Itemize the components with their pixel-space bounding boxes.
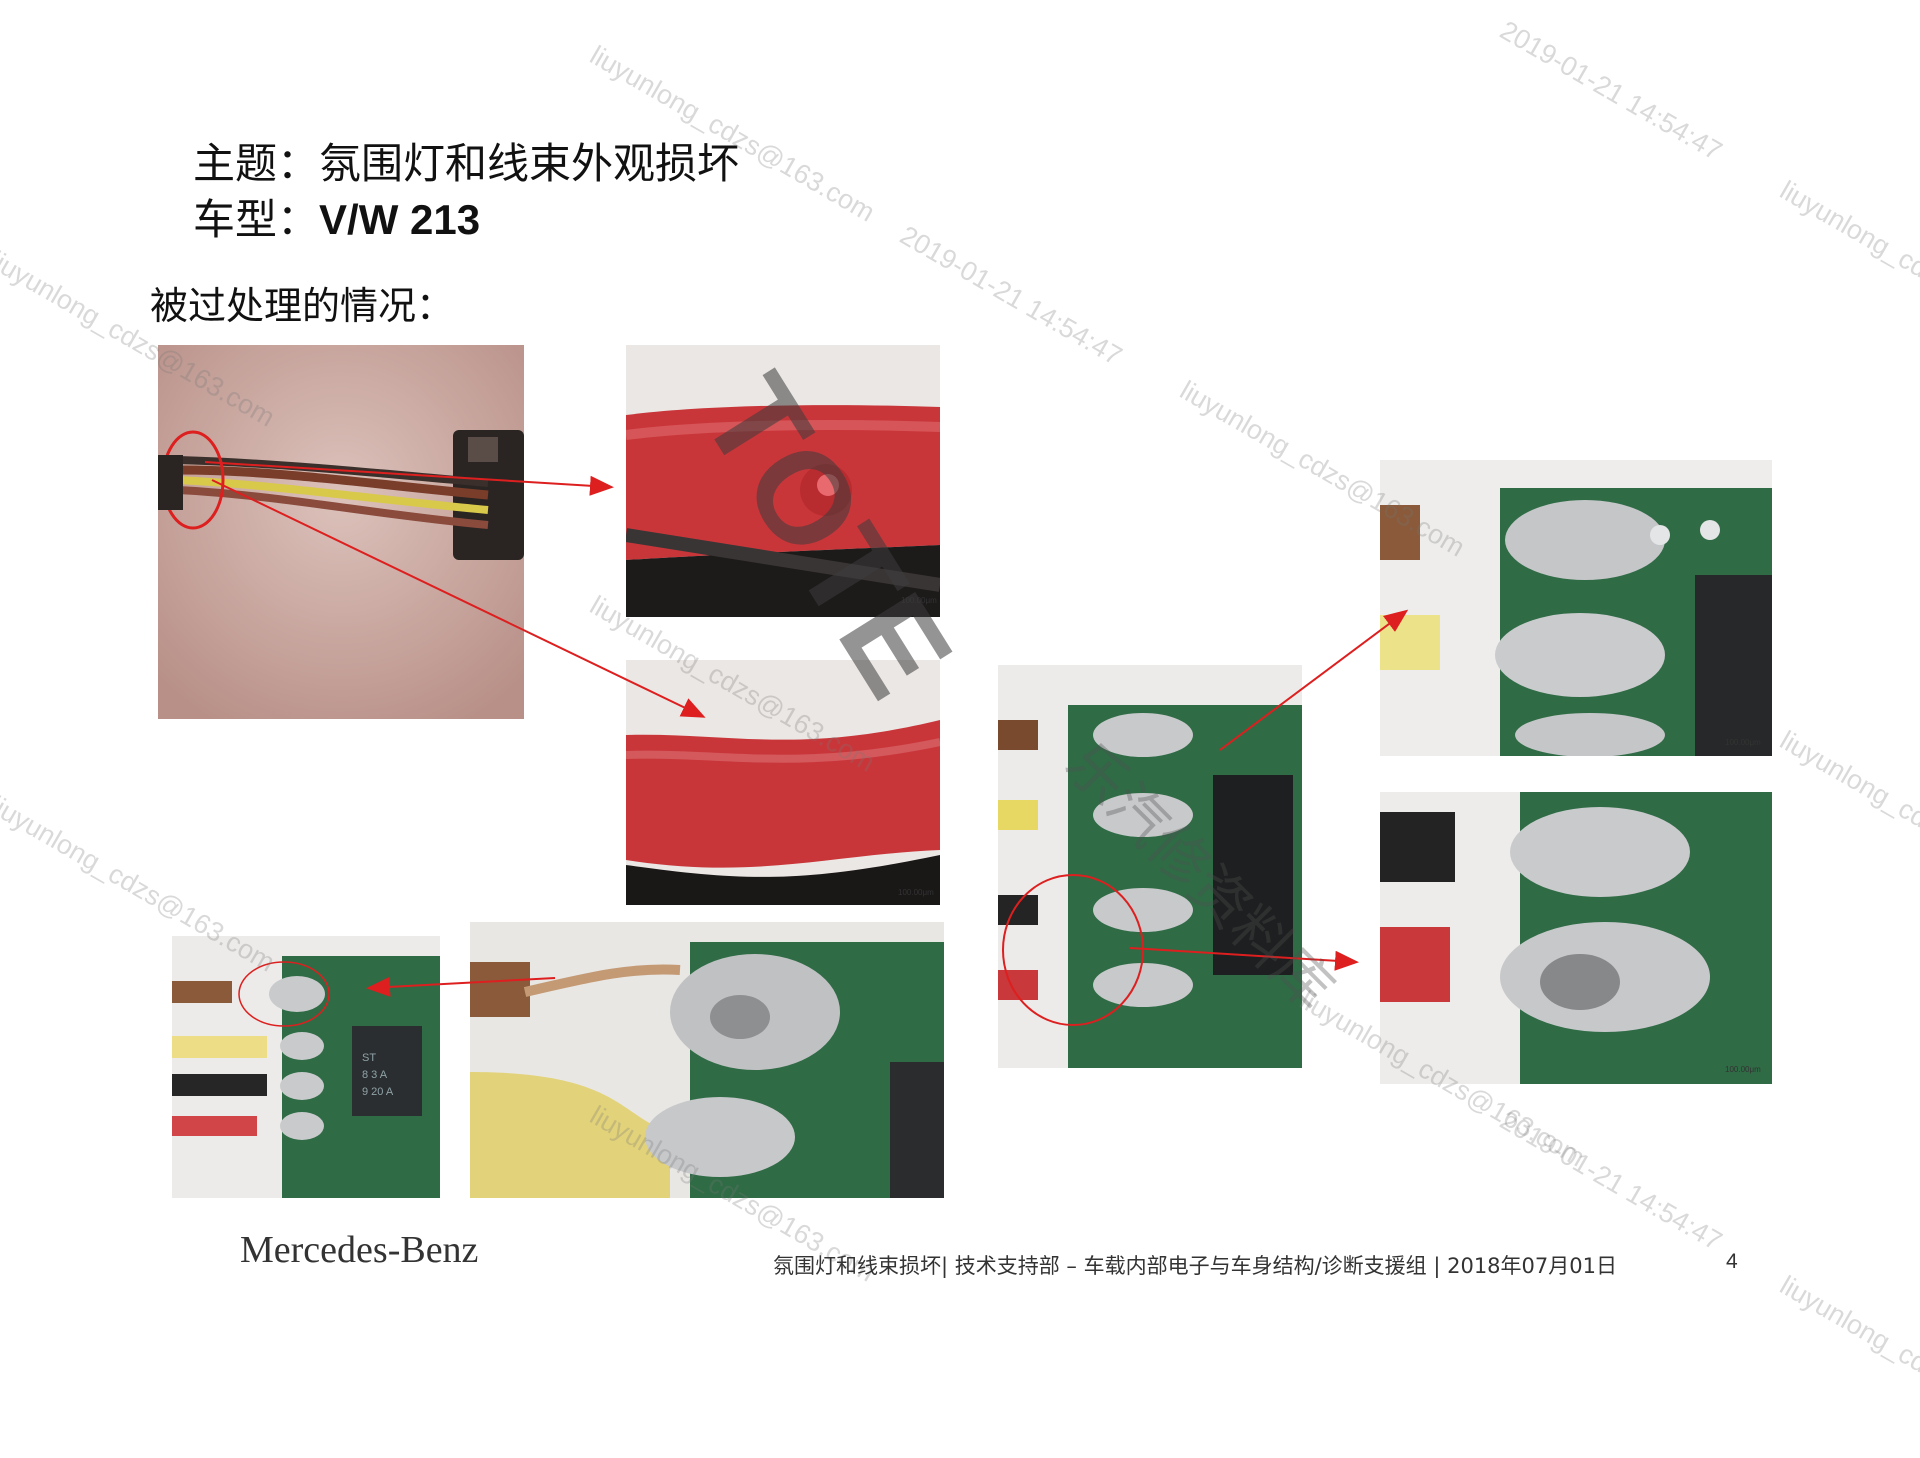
mercedes-benz-logo-text: Mercedes-Benz <box>240 1228 478 1272</box>
footer-text: 氛围灯和线束损坏| 技术支持部 – 车载内部电子与车身结构/诊断支援组 | 20… <box>773 1250 1617 1280</box>
arrow-to-insulation-bottom <box>212 480 702 716</box>
arrow-to-pcb-small <box>370 978 555 988</box>
arrow-to-insulation-top <box>205 462 610 487</box>
annotation-arrows <box>0 0 1920 1356</box>
arrow-to-pcb-bottom-right <box>1130 948 1355 962</box>
arrow-to-pcb-top-right <box>1220 612 1405 750</box>
page-number: 4 <box>1726 1250 1738 1274</box>
